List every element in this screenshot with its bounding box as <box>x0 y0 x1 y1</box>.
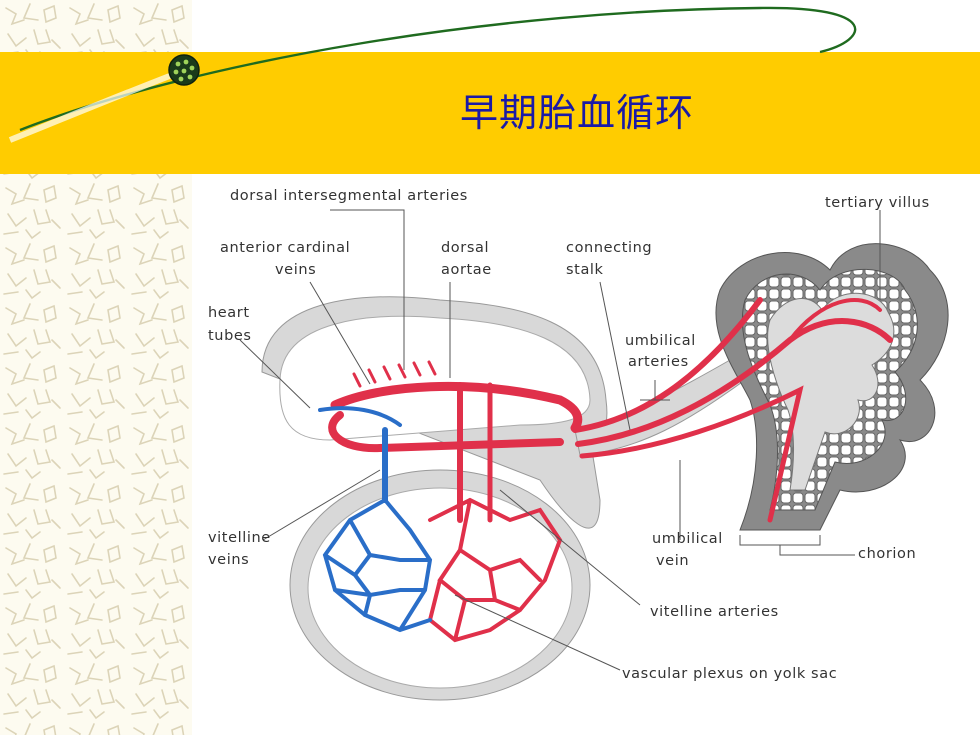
slide-title: 早期胎血循环 <box>460 91 695 135</box>
umbilical-artery-vessel-2 <box>575 318 893 447</box>
label-umbilical-vein-1: umbilical <box>652 531 723 547</box>
label-vitelline-arteries: vitelline arteries <box>650 604 779 620</box>
venous-vessels <box>318 406 433 633</box>
decorative-swoosh <box>19 6 857 132</box>
label-umbilical-arteries-1: umbilical <box>625 333 696 349</box>
label-umbilical-arteries-2: arteries <box>628 354 689 370</box>
label-anterior-cardinal-1: anterior cardinal <box>220 240 350 256</box>
label-vascular-plexus: vascular plexus on yolk sac <box>622 666 837 682</box>
label-dorsal-aortae-2: aortae <box>441 262 492 278</box>
diagram-labels: dorsal intersegmental arteries tertiary … <box>208 188 930 682</box>
intersegmental-arteries <box>352 360 437 388</box>
heart-tube-vessel <box>328 411 564 453</box>
title-band <box>0 52 980 174</box>
label-vitelline-veins-2: veins <box>208 552 249 568</box>
label-heart-tubes-2: tubes <box>208 328 252 344</box>
label-umbilical-vein-2: vein <box>656 553 689 569</box>
cardinal-vein-vessel <box>318 406 402 427</box>
label-dorsal-aortae-1: dorsal <box>441 240 489 256</box>
label-connecting-stalk-1: connecting <box>566 240 652 256</box>
label-heart-tubes-1: heart <box>208 305 250 321</box>
label-leader-lines <box>239 209 881 671</box>
umbilical-vein-vessel <box>579 385 804 523</box>
yolk-sac-venous-plexus <box>322 498 433 633</box>
umbilical-artery-vessel-1 <box>572 297 763 433</box>
dorsal-aorta-vessel <box>330 381 583 433</box>
arterial-vessels <box>328 297 893 643</box>
chorion-villus-core <box>767 292 895 491</box>
label-chorion: chorion <box>858 546 916 562</box>
label-connecting-stalk-2: stalk <box>566 262 604 278</box>
label-dorsal-intersegmental-arteries: dorsal intersegmental arteries <box>230 188 468 204</box>
label-tertiary-villus: tertiary villus <box>825 195 930 211</box>
label-anterior-cardinal-2: veins <box>275 262 316 278</box>
villus-artery-branch <box>788 298 882 342</box>
dotted-ball-icon <box>168 54 200 86</box>
title-decoration <box>8 6 857 143</box>
label-vitelline-veins-1: vitelline <box>208 530 271 546</box>
decorative-light-streak <box>8 69 182 143</box>
